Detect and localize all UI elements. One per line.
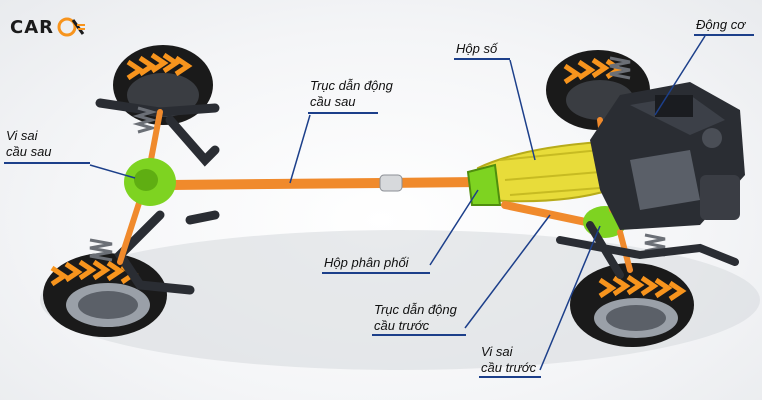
gearbox: [476, 140, 612, 203]
logo-text: CAR: [10, 16, 55, 38]
rear-half-shafts: [117, 109, 163, 265]
label-transfer-case: Hộp phân phối: [324, 255, 409, 270]
label-underlines: [4, 34, 754, 378]
front-right-wheel: [570, 263, 694, 347]
rear-springs: [89, 106, 158, 262]
caron-logo: CAR: [10, 12, 86, 42]
label-gearbox: Hộp số: [456, 41, 498, 56]
label-engine: Động cơ: [696, 17, 746, 32]
leader-lines: [89, 35, 706, 371]
label-front-differential: Vi sai cầu trước: [481, 344, 537, 375]
rear-suspension: [95, 98, 220, 295]
ground-shadow: [40, 230, 760, 370]
logo-wheel-icon: [57, 17, 86, 37]
transfer-case: [466, 163, 502, 206]
label-rear-driveshaft: Trục dẫn động cầu sau: [310, 78, 393, 109]
label-front-driveshaft: Trục dẫn động cầu trước: [374, 302, 457, 333]
rear-right-wheel: [43, 253, 167, 337]
front-suspension: [556, 221, 739, 279]
rear-differential: [124, 158, 176, 206]
engine: [590, 82, 745, 230]
rear-driveshaft: [165, 174, 485, 192]
label-rear-differential: Vi sai cầu sau: [6, 128, 52, 159]
